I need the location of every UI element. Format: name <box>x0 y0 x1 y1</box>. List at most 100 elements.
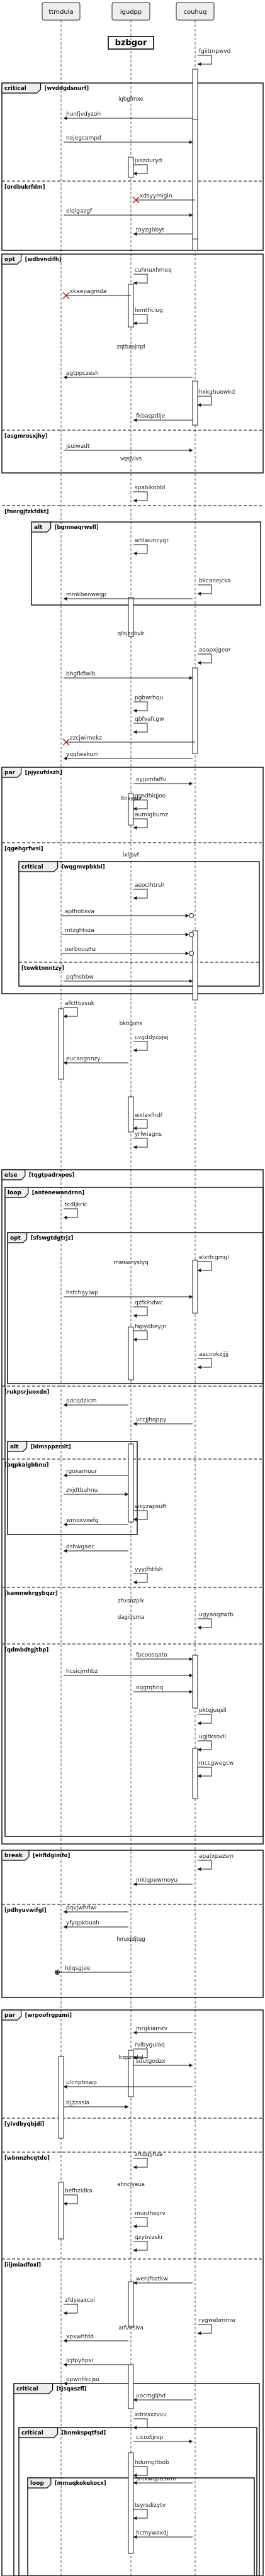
message-qzfklndwc: qzfklndwc <box>133 1300 163 1318</box>
fragment-type-label: critical <box>16 2386 38 2392</box>
message-label: tcdljkric <box>65 1202 87 1208</box>
message-label: apfhobsva <box>65 909 94 915</box>
divider-label: dagiirsma <box>118 1614 144 1621</box>
participant-ttmdula: ttmdula <box>42 2 81 21</box>
message-hsfchgylwp: hsfchgylwp <box>64 1290 193 1299</box>
activation-bar <box>192 1655 198 1709</box>
message-wmoxvxefg: wmoxvxefg <box>63 1518 128 1526</box>
message-label: yyyjfhtfsh <box>135 1567 162 1573</box>
message-hjlqsgjee: hjlqsgjee <box>54 1965 131 1975</box>
message-label: bhgfkfiwlb <box>66 671 96 677</box>
message-aacnokzjjjj: aacnokzjjjj <box>197 1352 228 1369</box>
message-label: aumigbumz <box>135 812 168 818</box>
message-label: rvlbygulaq <box>135 2042 165 2048</box>
fragment-type-label: opt <box>10 1235 21 1241</box>
message-label: yfyqpkbuah <box>66 1920 99 1926</box>
message-label: fgiitmpwvd <box>199 48 230 55</box>
fragment-guard: [wqgmvpbkbi] <box>62 864 105 870</box>
message-jxszduryd: jxszduryd <box>133 158 162 175</box>
message-label: xpxwhfdd <box>66 2334 94 2340</box>
fragment-alt: alt[ldmsppzrslt] <box>7 1441 138 1535</box>
activation-bar <box>192 667 198 754</box>
message-arrow <box>133 1573 148 1584</box>
messages: fgiitmpwvdhunfjvdyzohnejegcampdjxszduryd… <box>54 48 235 2539</box>
message-arrow <box>133 1306 148 1318</box>
fragment-guard: [antenewandrnn] <box>32 1190 84 1196</box>
message-arrow <box>197 1740 212 1752</box>
message-odcqdzicm: odcqdzicm <box>63 1398 128 1407</box>
message-label: uocmgljhd <box>136 2393 166 2399</box>
message-arrow <box>133 1119 148 1130</box>
message-zvjdtbuhnu: zvjdtbuhnu <box>64 1487 129 1496</box>
fragment-type-label: par <box>4 2012 16 2019</box>
fragment-type-label: else <box>4 1172 18 1179</box>
message-arrow <box>133 314 148 325</box>
message-label: cvgddyzpjej <box>135 1035 169 1041</box>
message-aoapxjgeor: aoapxjgeor <box>197 647 231 665</box>
fragment-guard: [sfswgtdgtrjz] <box>31 1235 74 1241</box>
message-jsuiwadt: jsuiwadt <box>64 443 193 452</box>
message-arrow <box>197 1860 212 1871</box>
message-arrow <box>133 2158 148 2169</box>
fragment-guard: [bgmnaqrwsfl] <box>55 525 99 531</box>
fragment-guard: [wdbvndifh] <box>25 257 62 263</box>
message-label: oqgtqhnq <box>136 1685 163 1691</box>
message-aumigbumz: aumigbumz <box>133 812 168 830</box>
message-arrow <box>133 1041 148 1052</box>
activation-bar <box>192 119 198 240</box>
fragment-critical: critical[bnmkspqtfsd] <box>18 2427 257 2576</box>
message-ulcnpbowp: ulcnpbowp <box>63 2080 193 2089</box>
message-arrow <box>63 2194 78 2206</box>
message-zfdyeaxcoi: zfdyeaxcoi <box>63 2297 95 2315</box>
divider-label: hmzqdjtqg <box>116 1936 145 1943</box>
message-hunfjvdyzoh: hunfjvdyzoh <box>63 111 193 120</box>
message-yrlwiagns: yrlwiagns <box>133 1131 162 1149</box>
fragment-guard: [bnmkspqtfsd] <box>62 2430 106 2436</box>
else-guard: [qgehgrfwsl] <box>4 846 43 852</box>
fragment-guard: [mmuqkokekocx] <box>55 2480 106 2487</box>
message-rygwebmmw: rygwebmmw <box>197 2318 235 2335</box>
divider-label: ixljavf <box>123 852 139 858</box>
message-sdutgodzx: sdutgodzx <box>133 2058 193 2067</box>
message-label: ugjtksovll <box>199 1734 226 1740</box>
message-hxkghuowkd: hxkghuowkd <box>197 389 235 407</box>
message-label: bjjtzasla <box>66 2100 89 2106</box>
message-dqvjwhrlwi: dqvjwhrlwi <box>63 1905 128 1914</box>
message-label: fpcoosqato <box>136 1652 167 1658</box>
divider-label: mwswnystyq <box>113 1260 148 1266</box>
message-label: xdrxsxzvvu <box>135 2412 167 2418</box>
message-label: eucangnnzy <box>66 1056 101 1062</box>
message-arrow <box>197 1618 212 1629</box>
else-guard: [rukpsrjuoxdn] <box>4 1389 50 1396</box>
message-bjjtzasla: bjjtzasla <box>64 2100 129 2109</box>
message-label: pqfnsbbw <box>66 974 94 980</box>
message-label: xdsyymigln <box>140 193 172 199</box>
message-label: hdumgltbob <box>135 2460 169 2466</box>
message-label: sdutgodzx <box>136 2058 166 2065</box>
message-label: oyjpmfaffv <box>136 777 167 783</box>
message-murdhsqrv: murdhsqrv <box>133 2211 166 2228</box>
message-xdrxsxzvvu: xdrxsxzvvu <box>133 2412 167 2429</box>
fragment-par: par[wrpoofrgpzmi][ylvdbyqbjdi][wbnnzhcqt… <box>1 2009 264 2576</box>
message-pgbwrhqu: pgbwrhqu <box>133 695 163 713</box>
message-mkiqpewmoyu: mkiqpewmoyu <box>133 1877 193 1886</box>
divider-label: arfvirsiva <box>118 2325 144 2331</box>
message-label: ulcnpbowp <box>66 2080 97 2086</box>
message-arrow <box>197 1358 212 1369</box>
else-guard: [ylvdbyqbjdi] <box>4 2121 45 2128</box>
activation-bar <box>128 284 134 328</box>
message-uocmgljhd: uocmgljhd <box>133 2393 193 2402</box>
message-label: wkyzapsuft <box>135 1504 167 1510</box>
message-label: smxwqpaswm <box>136 2476 176 2482</box>
activation-bar <box>128 1326 134 1380</box>
else-guard: [fnnrgjfzkfdkt] <box>4 509 49 515</box>
message-label: befhzidka <box>65 2188 93 2194</box>
message-label: pgbwrhqu <box>135 695 163 701</box>
message-arrow <box>133 723 148 734</box>
message-label: opwnfikcjsu <box>66 2377 99 2383</box>
message-arrow <box>133 2418 148 2429</box>
message-pqfnsbbw: pqfnsbbw <box>64 974 193 983</box>
divider-label: zqtbzpjrqd <box>117 344 145 350</box>
message-rvlbygulaq: rvlbygulaq <box>133 2042 165 2060</box>
